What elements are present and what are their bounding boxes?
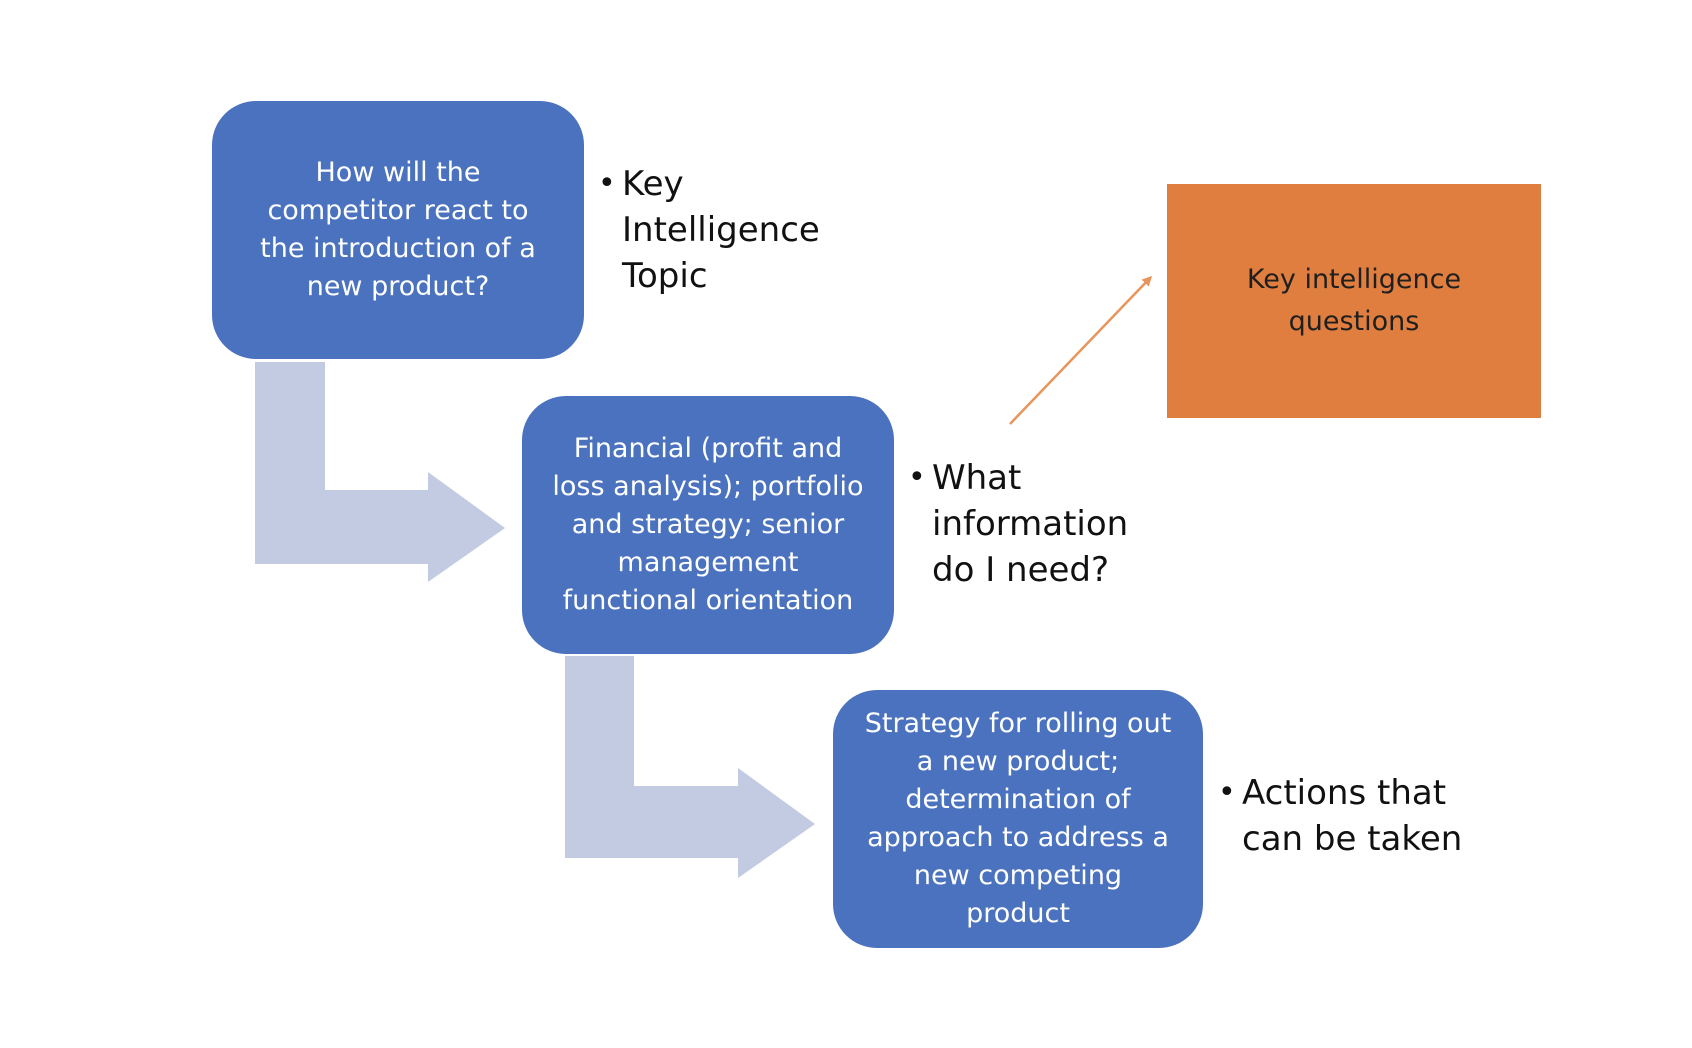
callout-arrow bbox=[1009, 275, 1153, 425]
step-3-text: Strategy for rolling out a new product; … bbox=[864, 708, 1172, 929]
step-1-bullet: • Key Intelligence Topic bbox=[598, 161, 838, 299]
step-2-bullet-text: What information do I need? bbox=[932, 458, 1129, 590]
step-3-bullet-text: Actions that can be taken bbox=[1242, 773, 1463, 859]
bullet-dot-icon: • bbox=[598, 166, 616, 201]
step-3-bullet: • Actions that can be taken bbox=[1218, 770, 1478, 862]
step-3-box: Strategy for rolling out a new product; … bbox=[833, 690, 1203, 948]
step-2-text: Financial (profit and loss analysis); po… bbox=[552, 433, 864, 616]
step-1-box: How will the competitor react to the int… bbox=[212, 101, 584, 359]
bullet-dot-icon: • bbox=[908, 460, 926, 495]
step-1-bullet-text: Key Intelligence Topic bbox=[622, 164, 820, 296]
step-1-text: How will the competitor react to the int… bbox=[260, 157, 536, 302]
bent-arrow-1 bbox=[255, 362, 505, 582]
step-2-bullet: • What information do I need? bbox=[908, 455, 1148, 593]
step-2-box: Financial (profit and loss analysis); po… bbox=[522, 396, 894, 654]
callout-box: Key intelligence questions bbox=[1167, 184, 1541, 418]
bent-arrow-2 bbox=[565, 656, 815, 878]
callout-text: Key intelligence questions bbox=[1246, 264, 1462, 337]
bullet-dot-icon: • bbox=[1218, 775, 1236, 810]
